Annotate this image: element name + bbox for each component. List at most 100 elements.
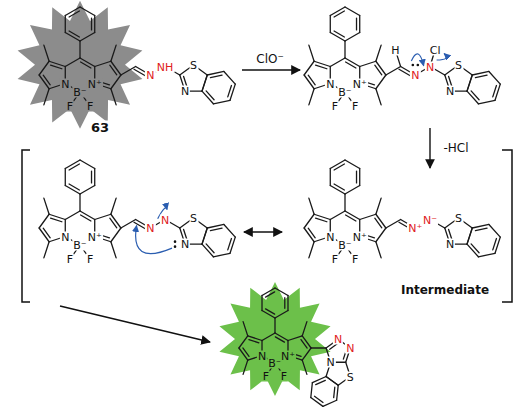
atom-label: S xyxy=(454,213,463,224)
chemical-bond xyxy=(359,169,360,186)
atom-label: N xyxy=(180,239,190,250)
atom-label: B⁻ xyxy=(337,87,352,98)
reaction-arrow xyxy=(60,306,210,342)
chemical-bond xyxy=(376,242,381,258)
chemical-bond xyxy=(376,89,381,105)
chemical-bond xyxy=(213,100,230,104)
chemical-bond xyxy=(311,347,326,348)
chemical-bond xyxy=(111,242,116,258)
chemical-bond xyxy=(202,228,207,244)
chemical-bond xyxy=(44,242,49,258)
atom-label: NH xyxy=(156,61,175,72)
chemical-bond xyxy=(316,65,327,69)
lone-pair xyxy=(174,240,177,243)
chemical-bond xyxy=(302,360,307,374)
atom-label: F xyxy=(86,254,94,265)
atom-label: N⁻ xyxy=(422,214,438,225)
chemical-bond xyxy=(80,160,95,169)
chemical-bond xyxy=(111,198,116,214)
atom-label: S xyxy=(189,60,198,71)
chemical-bond xyxy=(111,75,121,89)
chemical-bond xyxy=(316,218,327,222)
chemical-bond xyxy=(309,242,314,258)
atom-label: N⁺ xyxy=(407,223,423,234)
atom-label: N xyxy=(180,86,190,97)
chemical-bond xyxy=(110,218,117,228)
state-label: Intermediate xyxy=(400,284,490,296)
chemical-bond xyxy=(330,58,345,67)
chemical-bond xyxy=(81,62,91,68)
chemical-bond xyxy=(478,253,495,257)
atom-label: S xyxy=(346,371,355,382)
chemical-bond xyxy=(493,86,497,97)
atom-label: N xyxy=(410,70,420,81)
chemical-bond xyxy=(386,220,401,229)
chemical-bond xyxy=(334,31,344,37)
chemical-bond xyxy=(345,186,360,195)
chemical-bond xyxy=(111,89,116,105)
chemical-bond xyxy=(202,75,207,91)
atom-label: N xyxy=(345,343,355,354)
chemical-bond xyxy=(360,214,376,219)
reaction-arrow xyxy=(429,128,430,168)
chemical-bond xyxy=(91,171,92,183)
chemical-bond xyxy=(249,340,259,343)
chemical-bond xyxy=(121,220,136,229)
atom-label: N⁺ xyxy=(87,78,103,89)
emission-highlight xyxy=(219,282,330,396)
chemical-bond xyxy=(65,16,66,33)
chemical-bond xyxy=(330,211,345,220)
atom-label: B⁻ xyxy=(72,240,87,251)
resonance-arrow xyxy=(244,231,282,232)
atom-label: N xyxy=(326,357,336,368)
chemical-bond xyxy=(471,244,479,253)
chemical-bond xyxy=(337,385,339,400)
chemical-bond xyxy=(475,75,487,77)
chemical-bond xyxy=(315,396,323,402)
chemical-bond xyxy=(69,11,79,17)
atom-label: N xyxy=(445,239,455,250)
chemical-bond xyxy=(275,337,284,342)
chemical-bond xyxy=(302,348,311,360)
chemical-bond xyxy=(224,71,235,84)
chemical-bond xyxy=(243,360,248,374)
chemical-bond xyxy=(467,91,478,104)
chemical-bond xyxy=(202,91,213,104)
lone-pair xyxy=(412,64,415,67)
chemical-bond xyxy=(210,228,222,230)
chemical-bond xyxy=(210,75,222,77)
chemical-bond xyxy=(334,387,335,397)
chemical-bond xyxy=(69,164,79,170)
chemical-bond xyxy=(334,184,344,190)
chemical-bond xyxy=(94,16,95,33)
chemical-bond xyxy=(344,41,345,58)
chemical-bond xyxy=(111,228,121,242)
chemical-bond xyxy=(266,292,275,297)
chemical-bond xyxy=(44,45,49,61)
chemical-bond xyxy=(44,89,49,105)
chemical-bond xyxy=(202,228,207,244)
chemical-bond xyxy=(471,91,479,100)
atom-label: N xyxy=(60,78,70,89)
chemical-bond xyxy=(275,288,288,296)
chemical-bond xyxy=(65,169,66,186)
chemical-bond xyxy=(284,298,285,309)
chemical-bond xyxy=(376,75,386,89)
chemical-bond xyxy=(309,89,314,105)
chemical-bond xyxy=(311,398,323,407)
chemical-bond xyxy=(309,198,314,214)
chemical-bond xyxy=(206,244,214,253)
chemical-bond xyxy=(304,61,314,75)
chemical-bond xyxy=(360,61,376,66)
atom-label: Cl xyxy=(429,44,442,55)
chemical-bond xyxy=(467,244,478,257)
atom-label: B⁻ xyxy=(72,87,87,98)
chemical-bond xyxy=(243,322,248,336)
chemical-bond xyxy=(110,65,117,75)
chemical-bond xyxy=(467,75,472,91)
chemical-bond xyxy=(44,198,49,214)
chemical-bond xyxy=(65,58,80,67)
chemical-bond xyxy=(65,211,80,220)
chemical-bond xyxy=(43,228,50,238)
chemical-bond xyxy=(386,67,401,76)
